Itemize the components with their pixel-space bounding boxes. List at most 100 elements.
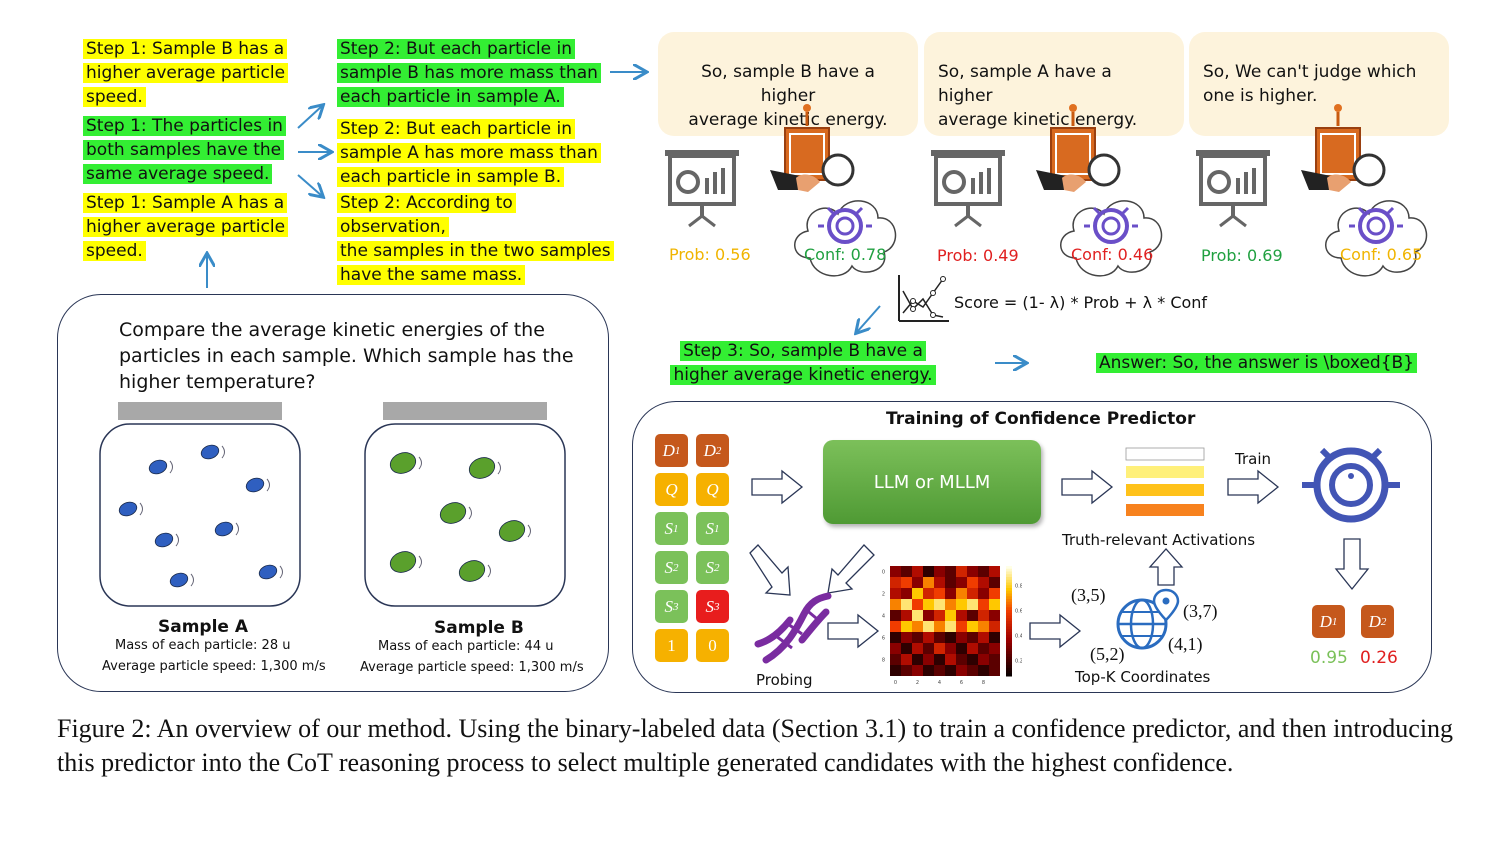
cloud-predictor-icon — [794, 200, 897, 277]
heatmap-cell-7-4 — [934, 643, 945, 654]
particle-b-1 — [468, 457, 496, 479]
heatmap-cell-5-0 — [890, 621, 901, 632]
heatmap-cell-9-1 — [901, 665, 912, 676]
heatmap-cell-4-3 — [923, 610, 934, 621]
colorbar-segment-17 — [1006, 612, 1012, 616]
particle-b-motion-0 — [418, 456, 422, 470]
activation-bars-icon — [1125, 447, 1205, 516]
token-tokens_left-5: 1 — [655, 629, 688, 662]
heatmap-cell-9-8 — [978, 665, 989, 676]
conf-value-1: Conf: 0.78 — [804, 245, 887, 264]
jar-sample-b-icon — [364, 402, 566, 607]
final-answer: Answer: So, the answer is \boxed{B} — [1096, 351, 1418, 375]
confidence-predictor-icon — [1302, 447, 1400, 523]
colorbar-segment-6 — [1006, 582, 1012, 586]
heatmap-cell-3-8 — [978, 599, 989, 610]
heatmap-xtick-3: 6 — [960, 680, 963, 686]
heatmap-cell-4-0 — [890, 610, 901, 621]
heatmap-cell-0-8 — [978, 566, 989, 577]
colorbar-segment-30 — [1006, 648, 1012, 652]
heatmap-cell-8-2 — [912, 654, 923, 665]
sample-a-mass: Mass of each particle: 28 u — [115, 638, 291, 653]
arrow-heatmap-to-coords — [1029, 613, 1082, 649]
arrow-step1-a — [297, 106, 322, 129]
heatmap-cell-7-2 — [912, 643, 923, 654]
heatmap-cell-8-5 — [945, 654, 956, 665]
jar-sample-a-icon — [99, 402, 301, 607]
heatmap-cell-4-9 — [989, 610, 1000, 621]
heatmap-cell-1-9 — [989, 577, 1000, 588]
heatmap-cell-6-5 — [945, 632, 956, 643]
particle-b-5 — [458, 560, 486, 582]
colorbar-segment-13 — [1006, 601, 1012, 605]
colorbar-segment-9 — [1006, 590, 1012, 594]
heatmap-cell-6-8 — [978, 632, 989, 643]
coord-4: (5,2) — [1090, 644, 1125, 664]
output-score-d1: 0.95 — [1310, 648, 1348, 668]
particle-b-motion-2 — [468, 506, 472, 520]
colorbar-segment-21 — [1006, 623, 1012, 627]
colorbar-segment-10 — [1006, 593, 1012, 597]
heatmap-ytick-3: 6 — [882, 636, 885, 642]
heatmap-cell-5-7 — [967, 621, 978, 632]
topk-label: Top-K Coordinates — [1075, 668, 1211, 686]
heatmap-cell-8-9 — [989, 654, 1000, 665]
particle-b-0 — [389, 452, 417, 474]
heatmap-cell-8-3 — [923, 654, 934, 665]
colorbar-segment-18 — [1006, 615, 1012, 619]
heatmap-cell-9-4 — [934, 665, 945, 676]
particle-b-2 — [439, 502, 467, 524]
sample-b-speed: Average particle speed: 1,300 m/s — [360, 660, 584, 675]
probing-label: Probing — [756, 671, 813, 689]
heatmap-cell-1-4 — [934, 577, 945, 588]
heatmap-cell-2-4 — [934, 588, 945, 599]
heatmap-cell-5-5 — [945, 621, 956, 632]
heatmap-cell-6-7 — [967, 632, 978, 643]
heatmap-cell-9-2 — [912, 665, 923, 676]
heatmap-cell-2-6 — [956, 588, 967, 599]
heatmap-cell-3-2 — [912, 599, 923, 610]
heatmap-cell-9-6 — [956, 665, 967, 676]
heatmap-cell-9-9 — [989, 665, 1000, 676]
heatmap-cell-8-6 — [956, 654, 967, 665]
model-box: LLM or MLLM — [823, 440, 1041, 524]
heatmap-cell-6-9 — [989, 632, 1000, 643]
colorbar-segment-5 — [1006, 579, 1012, 583]
heatmap-cell-5-1 — [901, 621, 912, 632]
heatmap-cell-7-6 — [956, 643, 967, 654]
heatmap-cell-0-0 — [890, 566, 901, 577]
heatmap-cell-5-9 — [989, 621, 1000, 632]
heatmap-cell-7-8 — [978, 643, 989, 654]
activations-label: Truth-relevant Activations — [1062, 531, 1256, 549]
colorbar-segment-39 — [1006, 673, 1012, 677]
heatmap-cell-8-1 — [901, 654, 912, 665]
coord-2: (3,7) — [1183, 601, 1218, 621]
figure-caption: Figure 2: An overview of our method. Usi… — [57, 714, 1454, 777]
heatmap-cell-0-5 — [945, 566, 956, 577]
heatmap-cell-3-9 — [989, 599, 1000, 610]
heatmap-cell-2-3 — [923, 588, 934, 599]
heatmap-cell-1-3 — [923, 577, 934, 588]
coord-1: (3,5) — [1071, 585, 1106, 605]
heatmap-cell-9-5 — [945, 665, 956, 676]
particle-a-motion-1 — [221, 445, 225, 459]
colorbar-segment-4 — [1006, 577, 1012, 581]
heatmap-cell-6-3 — [923, 632, 934, 643]
colorbar-segment-32 — [1006, 654, 1012, 658]
heatmap-cell-1-1 — [901, 577, 912, 588]
heatmap-cell-4-5 — [945, 610, 956, 621]
colorbar-segment-33 — [1006, 656, 1012, 660]
heatmap-cell-0-6 — [956, 566, 967, 577]
eval-group-1 — [665, 104, 897, 277]
sample-b-mass: Mass of each particle: 44 u — [378, 639, 554, 654]
